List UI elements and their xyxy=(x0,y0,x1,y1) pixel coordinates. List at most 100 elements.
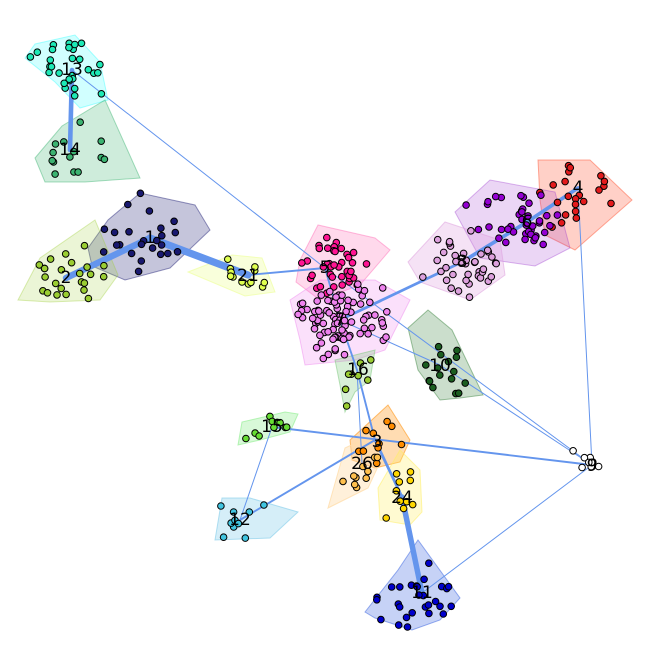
cluster-7-node xyxy=(312,343,321,352)
cluster-11-node xyxy=(436,602,444,611)
cluster-12-node xyxy=(229,508,238,516)
cluster-7-node xyxy=(313,297,322,305)
cluster-4-node xyxy=(557,219,566,227)
cluster-6-label: 6 xyxy=(522,212,533,232)
cluster-2-node xyxy=(100,261,108,270)
cluster-13-node xyxy=(75,55,84,64)
cluster-2-node xyxy=(80,279,89,287)
cluster-3-node xyxy=(397,440,406,449)
cluster-24-node xyxy=(392,487,401,495)
cluster-6-node xyxy=(495,234,503,242)
edge-11-9 xyxy=(421,464,593,594)
cluster-21-label: 21 xyxy=(237,266,259,286)
cluster-8-node xyxy=(437,267,445,276)
cluster-7-node xyxy=(319,354,328,363)
cluster-11-node xyxy=(444,582,453,591)
cluster-7-label: 7 xyxy=(335,310,346,330)
cluster-13-node xyxy=(70,92,79,100)
cluster-24-node xyxy=(392,470,401,478)
cluster-24-node xyxy=(382,514,391,522)
edge-7-10 xyxy=(339,319,441,366)
cluster-16-hull xyxy=(334,349,376,414)
cluster-8-node xyxy=(483,246,492,255)
cluster-7-node xyxy=(382,333,390,341)
cluster-8-node xyxy=(449,270,457,279)
cluster-16-node xyxy=(364,376,372,384)
cluster-13-node xyxy=(33,48,42,57)
cluster-10-node xyxy=(450,367,458,376)
cluster-6-node xyxy=(518,208,526,216)
cluster-15-label: 15 xyxy=(261,417,283,437)
cluster-26-node xyxy=(362,474,371,483)
cluster-7-node xyxy=(324,328,332,336)
cluster-8-node xyxy=(488,253,496,261)
cluster-14-node xyxy=(60,138,68,146)
cluster-3-node xyxy=(362,426,370,435)
cluster-4-label: 4 xyxy=(573,178,584,198)
cluster-6-node xyxy=(504,225,512,233)
cluster-5-node xyxy=(316,282,325,291)
cluster-8-label: 8 xyxy=(457,252,468,272)
cluster-7-node xyxy=(331,345,340,353)
cluster-10-node xyxy=(454,389,463,398)
cluster-4-node xyxy=(597,172,605,180)
cluster-21-node xyxy=(224,255,232,264)
cluster-11-node xyxy=(396,583,404,591)
cluster-26-label: 26 xyxy=(351,454,373,474)
cluster-16-node xyxy=(356,359,365,367)
cluster-6-node xyxy=(518,215,526,224)
cluster-11-node xyxy=(447,602,456,611)
cluster-7-node xyxy=(329,335,337,344)
cluster-2-node xyxy=(80,241,89,250)
cluster-13-node xyxy=(94,69,102,77)
cluster-3-node xyxy=(374,444,382,452)
cluster-1-node xyxy=(136,189,145,198)
cluster-5-node xyxy=(323,233,331,242)
cluster-11-node xyxy=(402,613,411,622)
cluster-7-node xyxy=(315,307,323,315)
cluster-4-node xyxy=(607,199,615,208)
cluster-5-node xyxy=(347,267,355,276)
cluster-5-node xyxy=(315,244,324,253)
cluster-5-label: 5 xyxy=(320,258,331,278)
cluster-5-node xyxy=(337,244,346,253)
cluster-2-node xyxy=(57,266,66,274)
cluster-7-node xyxy=(316,331,324,340)
cluster-5-node xyxy=(349,248,358,257)
cluster-11-node xyxy=(373,596,381,604)
cluster-1-node xyxy=(148,244,157,252)
cluster-15-node xyxy=(276,418,284,427)
cluster-14-node xyxy=(70,147,78,156)
cluster-7-node xyxy=(339,335,348,344)
cluster-2-node xyxy=(51,279,60,288)
cluster-13-node xyxy=(70,84,79,93)
cluster-2-node xyxy=(41,273,49,281)
cluster-1-node xyxy=(157,241,166,249)
cluster-21-node xyxy=(260,278,269,287)
cluster-6-node xyxy=(522,221,531,229)
cluster-2-node xyxy=(86,270,95,279)
cluster-2-node xyxy=(53,291,61,299)
cluster-14-node xyxy=(76,118,84,126)
cluster-1-node xyxy=(99,248,108,256)
cluster-4-node xyxy=(595,186,603,194)
cluster-6-node xyxy=(543,211,551,220)
cluster-9-node xyxy=(580,453,589,462)
cluster-7-node xyxy=(383,308,391,316)
edge-15-12 xyxy=(239,426,273,521)
cluster-14-node xyxy=(74,168,82,176)
cluster-9-label: 9 xyxy=(587,456,598,476)
cluster-8-node xyxy=(479,265,488,274)
cluster-3-node xyxy=(388,422,396,431)
cluster-7-node xyxy=(356,300,365,308)
cluster-13-node xyxy=(84,65,93,74)
cluster-7-node xyxy=(325,309,334,317)
cluster-1-node xyxy=(173,248,182,256)
cluster-13-node xyxy=(46,56,55,64)
cluster-11-node xyxy=(420,575,428,584)
cluster-10-node xyxy=(425,377,434,386)
cluster-11-node xyxy=(431,597,440,606)
cluster-5-node xyxy=(348,259,357,267)
cluster-7-node xyxy=(366,298,374,307)
cluster-16-node xyxy=(344,370,353,379)
